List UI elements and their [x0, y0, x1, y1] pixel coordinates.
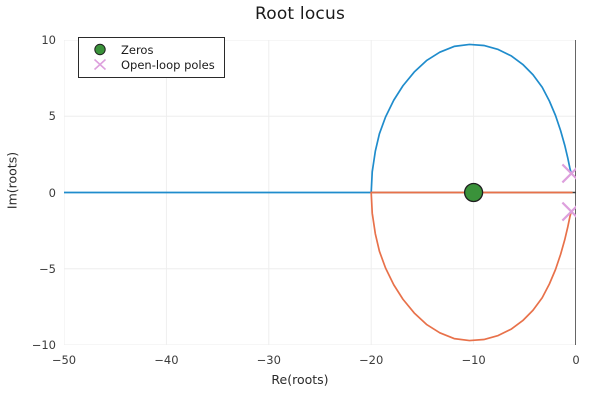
circle-marker-icon — [463, 182, 484, 203]
x-tick-label: −20 — [359, 353, 384, 367]
page-title: Root locus — [254, 4, 346, 24]
x-tick-label: −40 — [154, 353, 179, 367]
y-tick-label: 10 — [41, 33, 56, 47]
y-tick-label: 5 — [48, 109, 56, 124]
y-tick-label: −5 — [39, 261, 56, 276]
legend-item-zeros: Zeros — [87, 42, 215, 57]
open-loop-pole-markers — [561, 163, 576, 222]
x-axis-label: Re(roots) — [271, 372, 329, 387]
x-marker-icon — [87, 57, 113, 72]
legend-label-open-loop-poles: Open-loop poles — [121, 57, 215, 72]
x-marker-icon — [561, 163, 576, 184]
x-tick-label: −10 — [461, 353, 486, 367]
circle-marker-icon — [87, 42, 113, 57]
y-tick-label: 0 — [48, 185, 56, 200]
x-tick-label: −30 — [256, 353, 281, 367]
legend-label-zeros: Zeros — [121, 42, 154, 57]
plot-area — [64, 40, 576, 345]
root-locus-svg — [64, 40, 576, 345]
x-tick-label: −50 — [51, 353, 77, 367]
zero-markers — [463, 182, 484, 203]
x-marker-icon — [561, 201, 576, 222]
y-tick-label: −10 — [31, 338, 56, 352]
x-tick-label: 0 — [572, 353, 580, 367]
legend: Zeros Open-loop poles — [78, 37, 225, 78]
legend-item-open-loop-poles: Open-loop poles — [87, 57, 215, 72]
locus-branches — [64, 43, 573, 342]
